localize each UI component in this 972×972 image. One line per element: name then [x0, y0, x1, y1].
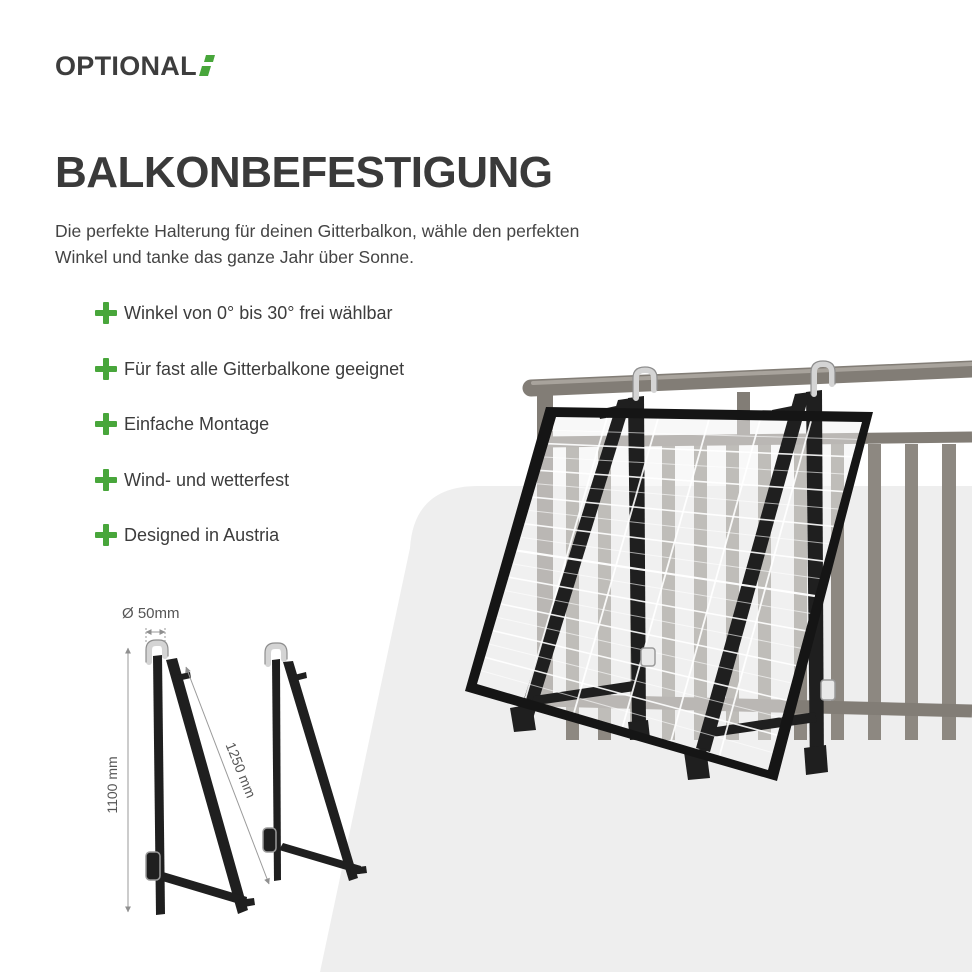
bracket-hook-outline — [264, 642, 288, 665]
feature-item: Wind- und wetterfest — [95, 468, 404, 492]
railing-handrail-highlight — [531, 362, 972, 385]
mounting-bracket-right — [684, 390, 828, 780]
feature-list: Winkel von 0° bis 30° frei wählbar Für f… — [95, 301, 404, 579]
bracket-vertical-bar — [153, 655, 165, 915]
description: Die perfekte Halterung für deinen Gitter… — [55, 218, 579, 270]
bracket-diagonal-arm — [283, 661, 358, 881]
bracket-foot — [510, 704, 536, 732]
plus-icon — [95, 357, 117, 380]
panel-half-cell-line — [504, 590, 801, 649]
plus-icon — [95, 468, 117, 491]
dimension-label-height: 1100 mm — [104, 756, 120, 814]
panel-half-cell-line — [544, 456, 848, 475]
railing-handrail — [522, 360, 972, 397]
rail-hook-left-outline — [632, 366, 658, 399]
dimension-lines — [125, 628, 270, 913]
panel-center-line — [516, 549, 816, 598]
bracket-vertical-foot — [804, 745, 828, 775]
rail-hook-left — [633, 366, 657, 401]
bracket-bottom-brace — [279, 843, 361, 874]
rail-hook-right-outline — [810, 360, 836, 395]
panel-half-cell-line — [520, 536, 820, 580]
brand-name: OPTIONAL — [55, 51, 197, 81]
railing-baluster — [868, 444, 881, 740]
railing-clamp-right — [820, 679, 836, 701]
rail-hooks — [632, 360, 836, 701]
panel-cell-row-line — [484, 656, 778, 736]
bracket-hook-outline — [145, 639, 169, 663]
feature-label: Einfache Montage — [124, 414, 270, 434]
bracket-clamp — [145, 851, 161, 881]
panel-cell-row-line — [500, 603, 797, 667]
plus-icon — [95, 524, 117, 546]
panel-half-cell-line — [528, 509, 830, 545]
bracket-hook — [146, 640, 168, 665]
bracket-illustration-b — [262, 642, 367, 881]
panel-half-cell-line — [536, 483, 839, 510]
bracket-clamp — [262, 827, 277, 853]
bracket-diagonal-arm — [696, 392, 810, 752]
feature-label: Winkel von 0° bis 30° frei wählbar — [124, 303, 393, 323]
panel-half-cell-line — [480, 670, 773, 754]
panel-cell-row-line — [540, 469, 844, 493]
panel-cell-row-line — [548, 442, 853, 458]
plus-icon — [95, 302, 117, 324]
bracket-diagonal-arm — [166, 658, 248, 914]
panel-cell-row-line — [492, 629, 787, 702]
bracket-bottom-tab — [238, 898, 255, 908]
feature-item: Designed in Austria — [95, 523, 404, 547]
railing-baluster — [905, 444, 918, 740]
railing-clamp-left — [640, 647, 656, 667]
panel-half-cell-line — [551, 429, 858, 440]
green-slash-mark-icon — [198, 55, 215, 76]
bracket-vertical-bar — [806, 390, 824, 774]
bracket-vertical-bar — [272, 659, 281, 881]
bracket-bottom-brace — [159, 872, 247, 906]
feature-label: Wind- und wetterfest — [124, 469, 290, 490]
dimension-line-arm — [185, 666, 270, 885]
bracket-top-tab — [290, 672, 307, 682]
description-line: Die perfekte Halterung für deinen Gitter… — [55, 221, 580, 241]
panel-half-cell-line — [488, 643, 783, 719]
bracket-bottom-tab — [350, 866, 367, 875]
feature-label: Designed in Austria — [124, 525, 280, 545]
page-title: BALKONBEFESTIGUNG — [55, 148, 553, 197]
panel-cell-row-line — [532, 496, 834, 528]
brand-logo: OPTIONAL — [55, 53, 215, 80]
plus-icon — [95, 413, 117, 435]
feature-item: Einfache Montage — [95, 412, 404, 436]
description-line: Winkel und tanke das ganze Jahr über Son… — [55, 247, 414, 267]
feature-label: Für fast alle Gitterbalkone geeignet — [124, 358, 405, 379]
solar-panel-cell-grid — [480, 417, 858, 756]
dimension-label-diameter: Ø 50mm — [122, 605, 180, 622]
railing-baluster — [942, 444, 956, 740]
panel-cell-row-line — [524, 523, 825, 562]
bracket-hook — [265, 643, 287, 667]
feature-item: Winkel von 0° bis 30° frei wählbar — [95, 301, 404, 325]
panel-half-cell-line — [512, 563, 811, 614]
rail-hook-right — [811, 360, 835, 397]
panel-cell-row-line — [508, 576, 806, 632]
bracket-bottom-brace — [530, 680, 642, 706]
feature-item: Für fast alle Gitterbalkone geeignet — [95, 357, 404, 381]
